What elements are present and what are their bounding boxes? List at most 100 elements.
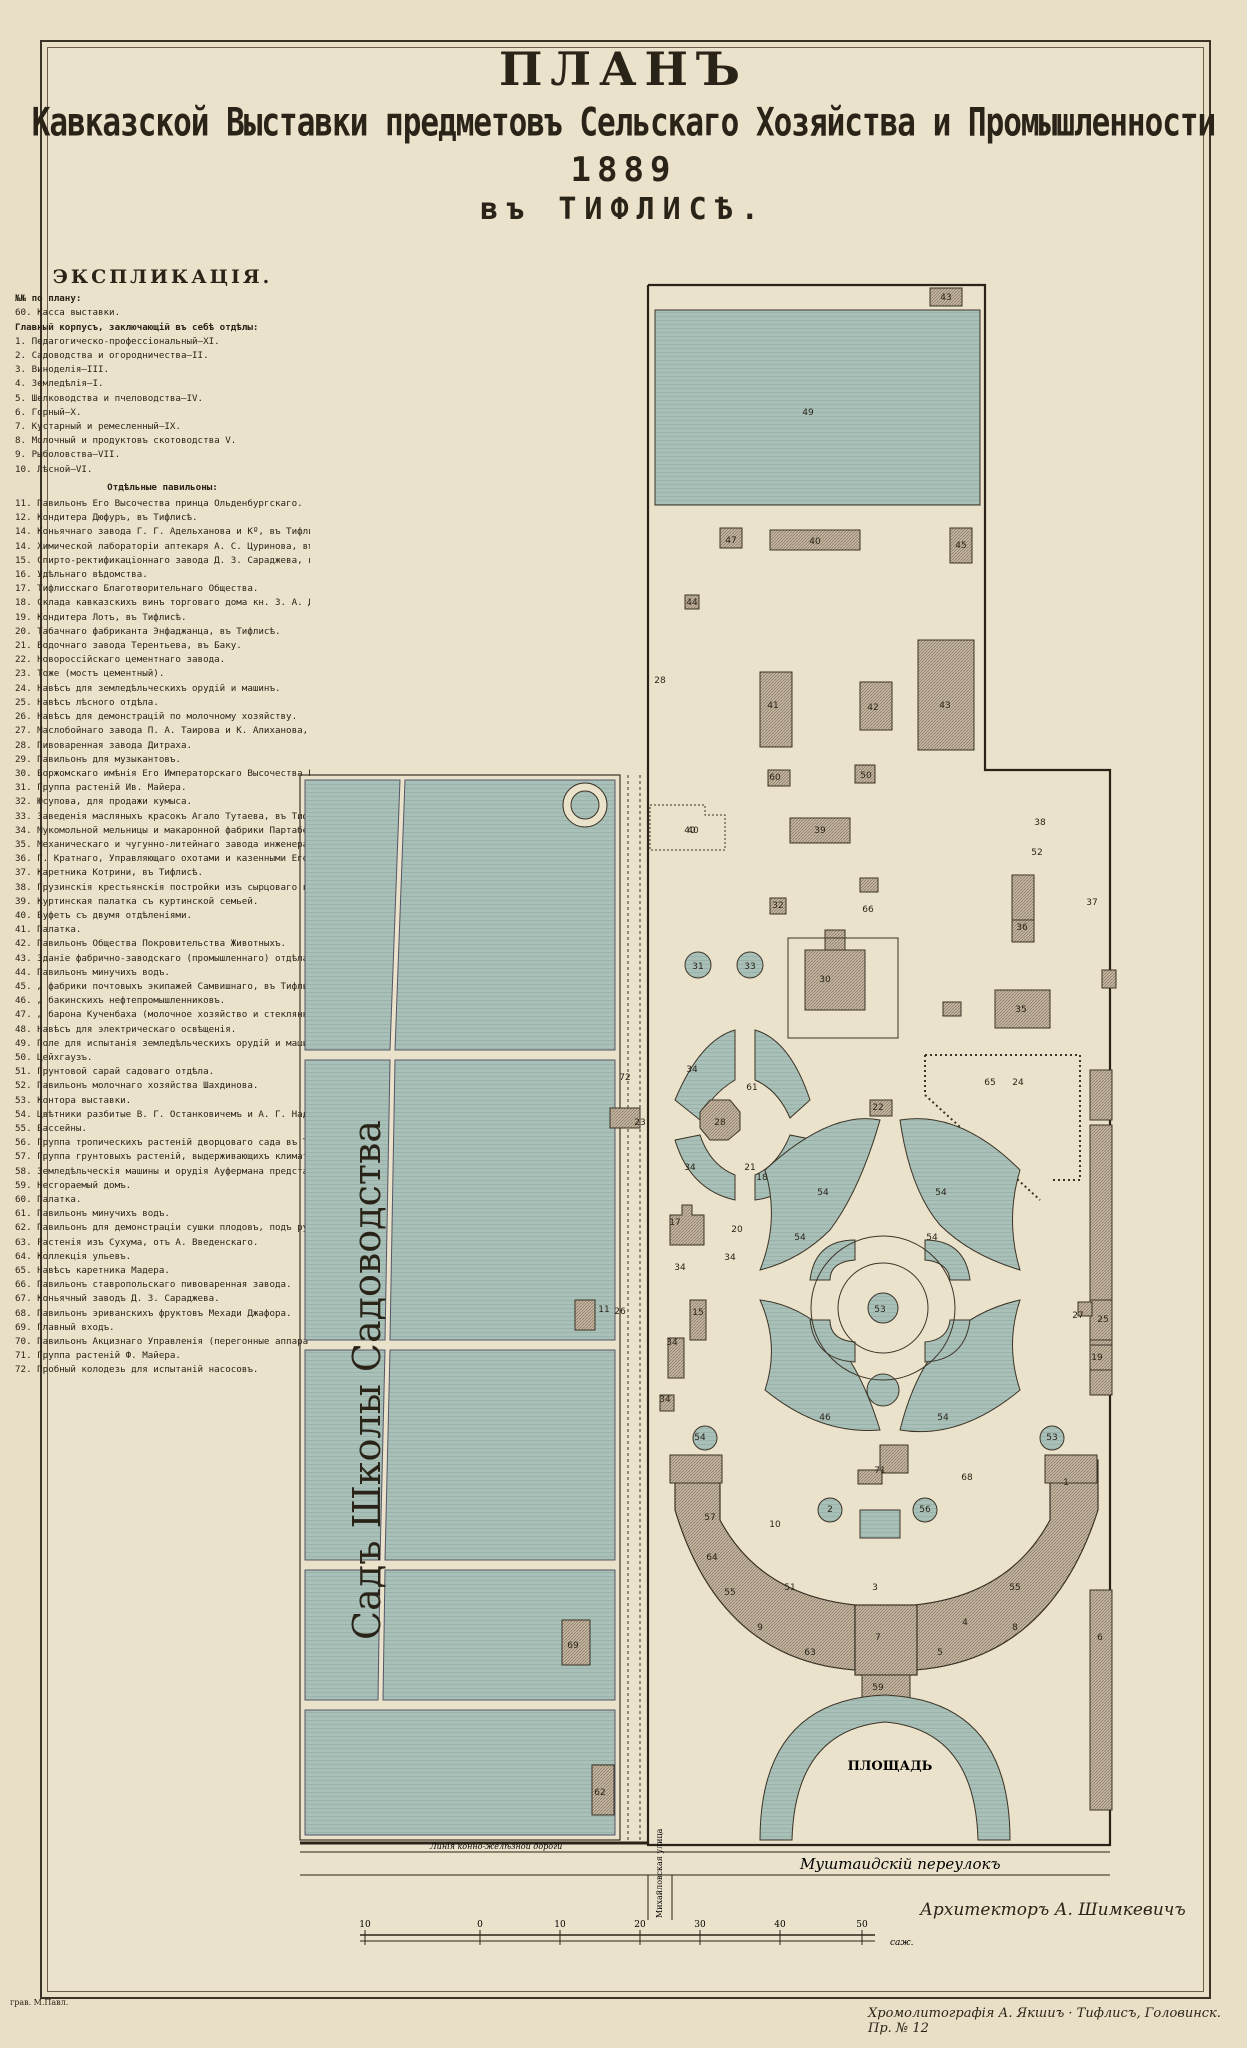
building-number: 43	[940, 293, 951, 303]
building-number: 31	[692, 962, 703, 972]
engraver-credit: грав. М.Павл.	[10, 1998, 69, 2007]
building-number: 53	[874, 1305, 885, 1315]
building-number: 53	[1046, 1433, 1057, 1443]
legend-item: 32. Юсупова, для продажи кумыса.	[15, 796, 193, 808]
building-number: 21	[744, 1163, 755, 1173]
legend-item: 46. „ бакинскихъ нефтепромышленниковъ.	[15, 995, 226, 1007]
building-number: 38	[1034, 818, 1046, 828]
legend-item: 52. Павильонъ молочнаго хозяйства Шахдин…	[15, 1080, 259, 1092]
legend-item: 23. Тоже (мостъ цементный).	[15, 668, 165, 680]
legend-item: 49. Поле для испытанія земледѣльческихъ …	[15, 1037, 310, 1049]
building-number: 6	[1097, 1633, 1103, 1643]
tram-label: Линія конно-желѣзной дороги	[429, 1842, 562, 1851]
building-number: 55	[1009, 1583, 1020, 1593]
legend-item: 36. Г. Кратнаго, Управляющаго охотами и …	[15, 853, 310, 865]
building-number: 23	[634, 1118, 645, 1128]
building-number: 33	[744, 962, 755, 972]
legend-item: 11. Павильонъ Его Высочества принца Ольд…	[15, 498, 303, 510]
building-number: 18	[756, 1173, 768, 1183]
building-number: 15	[692, 1308, 703, 1318]
legend-item: 18. Склада кавказскихъ винъ торговаго до…	[15, 597, 310, 609]
legend-item: 66. Павильонъ ставропольскаго пивоваренн…	[15, 1279, 292, 1291]
building-number: 34	[686, 1065, 698, 1075]
building-number: 65	[984, 1078, 995, 1088]
scale-label: 40	[774, 1920, 786, 1930]
legend-item: 53. Контора выставки.	[15, 1094, 132, 1106]
building-number: 39	[814, 826, 826, 836]
legend-item: 20. Табачнаго фабриканта Энфаджанца, въ …	[15, 625, 281, 637]
building-number: 34	[659, 1395, 671, 1405]
building-number: 34	[674, 1263, 686, 1273]
legend-item: 33. Заведенія масляныхъ красокъ Агало Ту…	[15, 810, 310, 822]
legend-item: 4. Земледѣлія—I.	[15, 378, 104, 390]
pavilions	[609, 527, 1117, 1811]
legend-item: 58. Земледѣльческія машины и орудія Ауфе…	[15, 1165, 310, 1177]
building-number: 9	[757, 1623, 763, 1633]
legend-item: 42. Павильонъ Общества Покровительства Ж…	[15, 938, 287, 950]
legend-item: 31. Группа растеній Ив. Майера.	[15, 782, 187, 794]
legend-item: 67. Коньячный заводъ Д. З. Сараджева.	[15, 1293, 220, 1305]
building-number: 4	[962, 1618, 968, 1628]
legend-item: 59. Несгораемый домъ.	[15, 1179, 132, 1191]
legend-item: 51. Грунтовой сарай садоваго отдѣла.	[15, 1066, 215, 1078]
building-number: 55	[724, 1588, 735, 1598]
legend-item: 29. Павильонъ для музыкантовъ.	[15, 753, 181, 765]
building-number: 34	[724, 1253, 736, 1263]
legend-item: 47. „ барона Кученбаха (молочное хозяйст…	[15, 1009, 310, 1021]
building-number: 42	[867, 703, 878, 713]
building-number: 52	[1031, 848, 1042, 858]
map-year: 1889	[570, 150, 677, 190]
building-number: 54	[935, 1188, 947, 1198]
legend-item: 19. Кондитера Лотъ, въ Тифлисѣ.	[15, 611, 187, 623]
building-number: 24	[1012, 1078, 1024, 1088]
legend-item: 38. Грузинскія крестьянскія постройки из…	[15, 881, 310, 893]
building-number: 32	[772, 901, 783, 911]
building-number: 28	[654, 676, 666, 686]
legend-item: 71. Группа растеній Ф. Майера.	[15, 1350, 181, 1362]
legend-item: 70. Павильонъ Акцизнаго Управленія (пере…	[15, 1336, 310, 1348]
building-number: 41	[767, 701, 778, 711]
printer-credit: Хромолитографія А. Якшиъ · Тифлисъ, Голо…	[868, 2006, 1221, 2036]
building-number: 54	[694, 1433, 706, 1443]
building-number: 26	[614, 1307, 626, 1317]
building-number: 37	[1086, 898, 1097, 908]
map-city: въ ТИФЛИСѢ.	[480, 192, 767, 227]
building-number: 56	[919, 1505, 931, 1515]
legend-list-main: 60. Касса выставки.Главный корпусъ, закл…	[15, 306, 310, 476]
building-number: 8	[1012, 1623, 1018, 1633]
building-number: 20	[731, 1225, 743, 1235]
legend-item: 60. Касса выставки.	[15, 307, 121, 319]
building-number: 7	[875, 1633, 881, 1643]
legend-item: 57. Группа грунтовыхъ растеній, выдержив…	[15, 1151, 310, 1163]
legend-item: 55. Бассейны.	[15, 1122, 87, 1134]
legend-item: 64. Коллекція ульевъ.	[15, 1250, 132, 1262]
building-number: 3	[872, 1583, 878, 1593]
building-number: 58	[0, 0, 6, 3]
legend-list-pavilions: 11. Павильонъ Его Высочества принца Ольд…	[15, 497, 310, 1378]
legend-item: 17. Тифлисскаго Благотворительнаго Общес…	[15, 583, 259, 595]
building-number: 61	[746, 1083, 757, 1093]
legend-item: 41. Палатка.	[15, 924, 82, 936]
building-number: 69	[567, 1641, 579, 1651]
legend-item: 15. Спирто-ректификаціоннаго завода Д. З…	[15, 554, 310, 566]
building-number: 11	[598, 1305, 609, 1315]
building-number: 22	[872, 1103, 883, 1113]
building-number: 47	[725, 536, 736, 546]
legend-item: 63. Растенія изъ Сухума, отъ А. Введенск…	[15, 1236, 259, 1248]
building-number: 17	[669, 1218, 680, 1228]
legend-item: 16. Удѣльнаго вѣдомства.	[15, 569, 148, 581]
garden-label: Садъ Школы Садоводства	[345, 1120, 389, 1640]
scale-label: 10	[554, 1920, 566, 1930]
legend-item: 61. Павильонъ минучихъ водъ.	[15, 1208, 170, 1220]
building-number: 44	[686, 598, 698, 608]
legend-item: 8. Молочный и продуктовъ скотоводства V.	[15, 435, 237, 447]
building-number: 27	[1072, 1311, 1083, 1321]
building-number: 40	[809, 537, 821, 547]
building-number: 1	[1063, 1478, 1069, 1488]
legend-item: 28. Пивоваренная завода Дитраха.	[15, 739, 193, 751]
legend-item: 54. Цвѣтники разбитые В. Г. Останковичем…	[15, 1108, 310, 1120]
legend-item: 12. Кондитера Дюфуръ, въ Тифлисѣ.	[15, 512, 198, 524]
